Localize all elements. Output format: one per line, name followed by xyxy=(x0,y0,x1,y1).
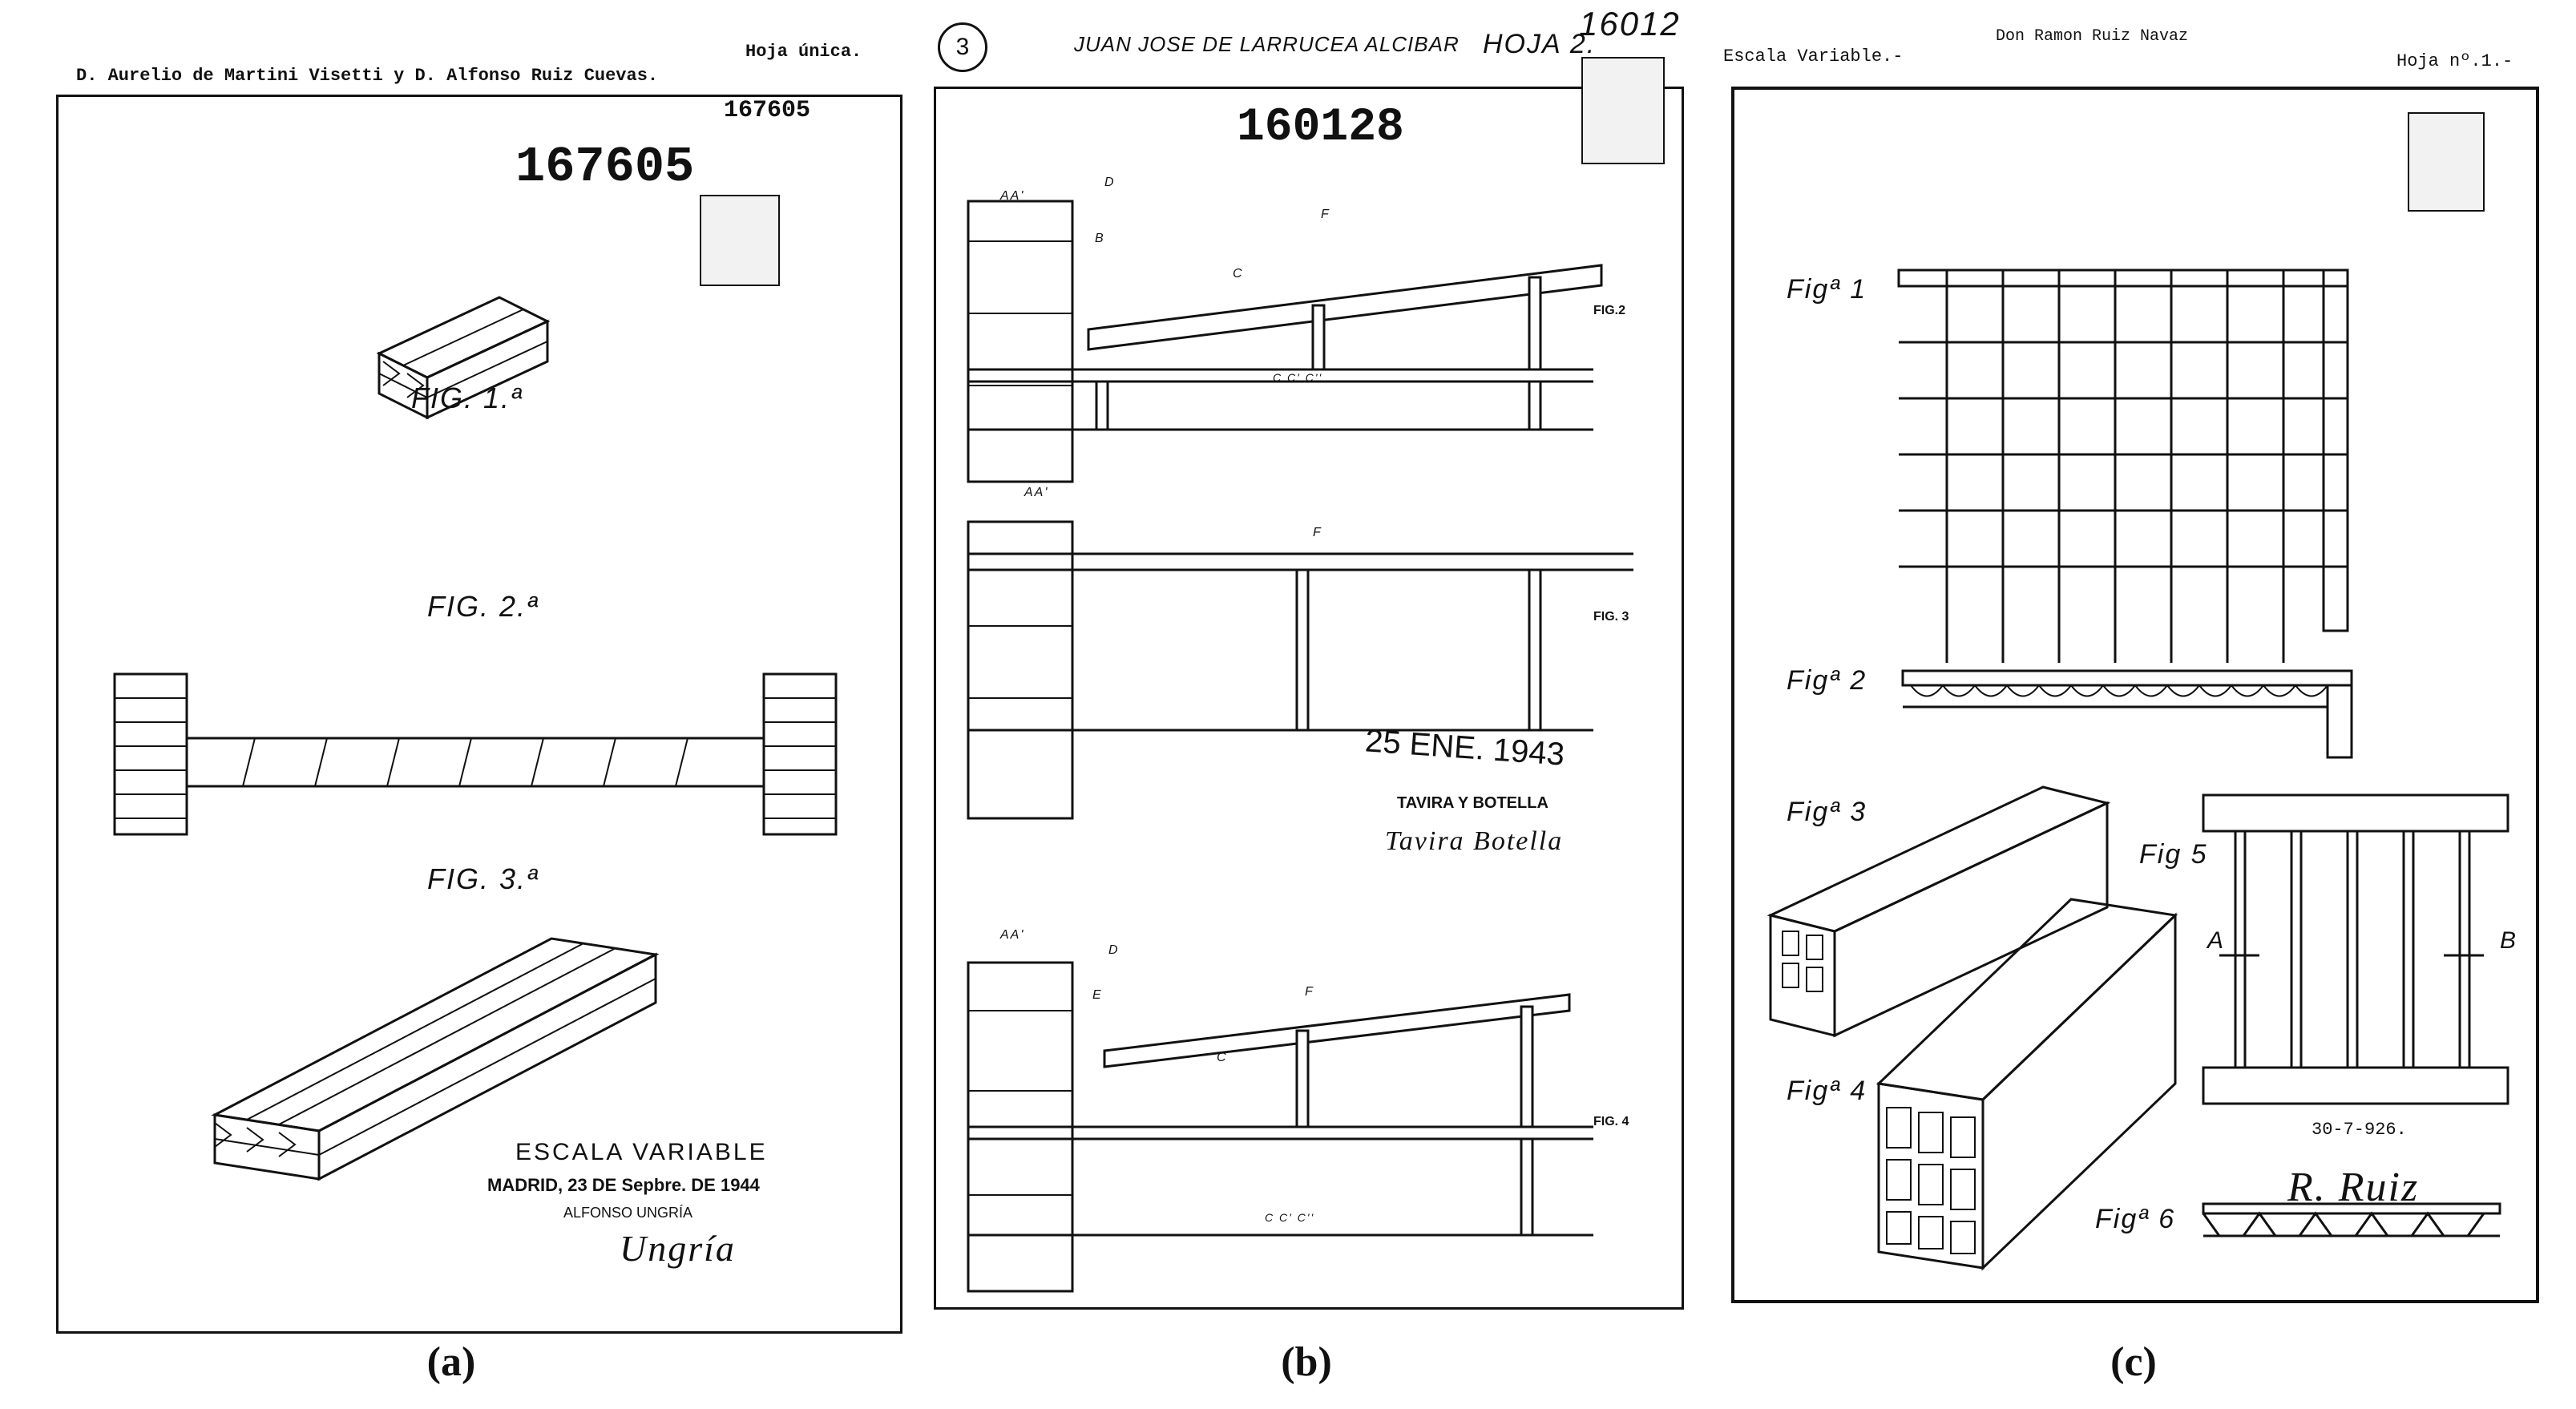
panel-b-fig3-label: FIG. 3 xyxy=(1593,610,1629,624)
panel-b-fig2-b: B xyxy=(1095,232,1105,245)
fig2-section-drawing xyxy=(113,672,838,836)
fig2-roof-section xyxy=(967,200,1603,483)
panel-a-header-right: Hoja única. xyxy=(745,42,862,62)
panel-b-fig2-aa: AA' xyxy=(1000,189,1025,203)
panel-a-sheet: 167605 167605 FIG. 1.ª FIG. 2.ª xyxy=(56,95,902,1334)
panel-b-fig2-c: C xyxy=(1233,267,1244,281)
panel-b-fig4-d: D xyxy=(1108,943,1120,957)
fig1-brick-drawing xyxy=(376,296,551,420)
panel-c-header-center: Don Ramon Ruiz Navaz xyxy=(1996,27,2189,46)
panel-c-fig5-label: Fig 5 xyxy=(2139,839,2208,870)
panel-c: Escala Variable.- Don Ramon Ruiz Navaz H… xyxy=(1707,0,2576,1385)
fig3-block-drawing xyxy=(1766,785,2111,1038)
panel-b-fig4-e: E xyxy=(1092,988,1103,1002)
fig6-beam-drawing xyxy=(2202,1202,2501,1237)
panel-b-fig4-aa: AA' xyxy=(1000,928,1025,942)
panel-b-fig2-ccc: C C' C'' xyxy=(1273,371,1323,384)
tax-stamp-icon xyxy=(700,195,780,286)
panel-b-fig3-aa: AA' xyxy=(1024,486,1049,499)
tax-stamp-icon xyxy=(2408,112,2485,212)
panel-b-handwritten-number: 16012 xyxy=(1579,5,1681,42)
panel-b-sheet-circle: 3 xyxy=(938,22,987,72)
panel-b-sheet: 160128 AA' D B F C C C' C'' FIG.2 xyxy=(934,57,1684,1310)
panel-b-fig2-label: FIG.2 xyxy=(1593,304,1626,317)
fig3-slab-drawing xyxy=(211,937,660,1181)
panel-a: D. Aurelio de Martini Visetti y D. Alfon… xyxy=(0,0,906,1385)
tax-stamp-icon xyxy=(1581,57,1665,164)
panel-c-sheet: Figª 1 Figª 2 Figª 3 xyxy=(1731,87,2539,1303)
panel-b-fig4-ccc: C C' C'' xyxy=(1265,1211,1315,1224)
panel-c-header-right: Hoja nº.1.- xyxy=(2396,51,2513,71)
panel-b-fig3-f: F xyxy=(1313,526,1322,539)
fig1-grid-drawing xyxy=(1897,268,2349,663)
fig3-flat-section xyxy=(967,520,1633,820)
panel-b-header-name: JUAN JOSE DE LARRUCEA ALCIBAR xyxy=(1074,32,1460,56)
panel-c-fig3-label: Figª 3 xyxy=(1787,797,1867,827)
panel-b-stamp-number: 160128 xyxy=(1237,102,1404,154)
panel-a-fig1-label: FIG. 1.ª xyxy=(411,382,523,414)
panel-a-date-text: MADRID, 23 DE Sepbre. DE 1944 xyxy=(487,1175,760,1195)
panel-a-signature: Ungría xyxy=(620,1228,736,1269)
panel-c-fig2-label: Figª 2 xyxy=(1787,665,1867,696)
panel-a-fig2-label: FIG. 2.ª xyxy=(427,590,539,623)
panel-c-section-b: B xyxy=(2500,927,2518,954)
panel-c-caption: (c) xyxy=(2110,1339,2157,1385)
panel-b-fig2-f: F xyxy=(1321,208,1330,221)
panel-b-fig4-f: F xyxy=(1305,985,1314,999)
panel-c-header-left: Escala Variable.- xyxy=(1723,46,1904,67)
panel-b-signature: Tavira Botella xyxy=(1385,826,1564,856)
panel-a-scale-text: ESCALA VARIABLE xyxy=(515,1139,768,1165)
panel-a-header-left: D. Aurelio de Martini Visetti y D. Alfon… xyxy=(76,66,659,86)
panel-b-fig4-c: C xyxy=(1217,1051,1228,1064)
panel-c-fig1-label: Figª 1 xyxy=(1787,274,1867,305)
panel-b-fig4-label: FIG. 4 xyxy=(1593,1115,1629,1128)
panel-b: 3 JUAN JOSE DE LARRUCEA ALCIBAR HOJA 2. … xyxy=(906,0,1707,1385)
fig4-roof-section xyxy=(967,961,1593,1293)
panel-c-section-a: A xyxy=(2207,927,2226,954)
panel-a-stamp-number: 167605 xyxy=(515,139,695,196)
panel-c-date-text: 30-7-926. xyxy=(2312,1120,2407,1140)
panel-b-fig2-d: D xyxy=(1104,176,1116,189)
fig5-plan-drawing xyxy=(2202,793,2509,1105)
panel-b-caption: (b) xyxy=(1281,1339,1332,1385)
panel-b-header-sheet: HOJA 2. xyxy=(1483,29,1597,59)
panel-b-firm-text: TAVIRA Y BOTELLA xyxy=(1397,794,1548,812)
fig2-beam-drawing xyxy=(1901,669,2353,759)
panel-c-fig6-label: Figª 6 xyxy=(2095,1204,2176,1234)
panel-a-agent-text: ALFONSO UNGRÍA xyxy=(563,1205,693,1221)
panel-a-fig3-label: FIG. 3.ª xyxy=(427,862,539,895)
fig4-block-drawing xyxy=(1875,898,2178,1271)
panel-c-fig4-label: Figª 4 xyxy=(1787,1076,1867,1106)
panel-a-top-number: 167605 xyxy=(724,97,811,124)
panel-a-caption: (a) xyxy=(426,1339,476,1385)
